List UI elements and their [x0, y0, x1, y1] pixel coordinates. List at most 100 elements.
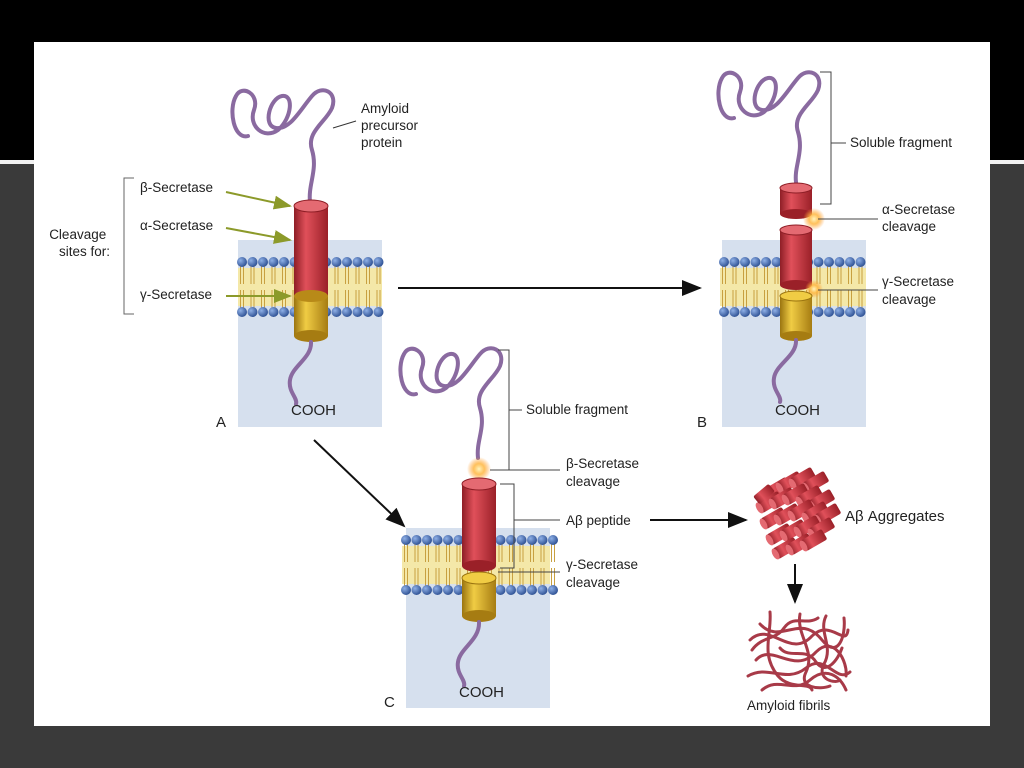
coil-b	[716, 70, 822, 184]
lipid-head	[432, 585, 443, 595]
lipid-head	[834, 257, 845, 267]
fibril-strand	[750, 616, 820, 652]
c-terminal-tail-c	[455, 620, 481, 688]
lipid-head	[401, 585, 411, 595]
lipid-head	[258, 307, 268, 317]
fibril-strand	[766, 610, 814, 692]
arrow-a-to-c	[313, 439, 406, 528]
lipid-head	[342, 257, 352, 267]
lipid-head	[845, 257, 855, 267]
lipid-head	[422, 535, 432, 545]
lipid-head	[548, 535, 558, 545]
lipid-head	[750, 257, 761, 267]
lipid-head	[750, 307, 761, 317]
lipid-head	[537, 585, 548, 595]
aggregate-cylinder	[787, 499, 815, 522]
aggregate-cylinder	[753, 484, 775, 504]
fibril-strand	[754, 644, 848, 678]
beta-site-arrow	[225, 191, 292, 210]
lipid-head	[443, 535, 453, 545]
lipid-head	[729, 307, 740, 317]
abeta-aggregates	[753, 467, 841, 560]
cylinder-yellow-c	[461, 571, 497, 622]
fibril-strand	[797, 612, 832, 690]
protein-label: Amyloid precursor protein	[361, 101, 422, 150]
aggregate-cylinder	[788, 467, 816, 490]
fibril-strand	[758, 616, 846, 649]
cylinder-red-b	[779, 224, 813, 290]
lipid-head	[279, 257, 289, 267]
lipid-head	[411, 585, 422, 595]
lipid-head	[506, 585, 516, 595]
lipid-head	[719, 307, 729, 317]
lipid-head	[443, 585, 453, 595]
cleavage-bracket	[123, 177, 134, 315]
coil-a	[230, 88, 336, 204]
lipid-head	[855, 307, 866, 317]
cooh-c: COOH	[459, 684, 504, 701]
alpha-site-arrow	[225, 227, 292, 244]
panel-a: COOH A Amyloid precursor protein β-Secre…	[49, 88, 422, 431]
alpha-glow-b	[803, 208, 825, 230]
gamma-site-label: γ-Secretase	[140, 287, 212, 302]
beta-cleavage-label-c: β-Secretase cleavage	[566, 456, 643, 489]
lipid-head	[342, 307, 352, 317]
cylinder-yellow-b	[779, 290, 813, 341]
panel-b: COOH B Soluble fragment α-Secretase clea…	[697, 70, 959, 431]
lipid-head	[761, 307, 771, 317]
lipid-head	[363, 257, 373, 267]
lipid-head	[527, 585, 537, 595]
alpha-cleavage-label-b: α-Secretase cleavage	[882, 202, 959, 234]
cylinder-yellow-a	[294, 290, 328, 342]
soluble-fragment-label-c: Soluble fragment	[526, 402, 628, 417]
lipid-head	[537, 535, 548, 545]
abeta-bracket-c	[500, 483, 515, 569]
panel-letter-b: B	[697, 414, 707, 431]
fibrils-label: Amyloid fibrils	[747, 698, 831, 713]
lipid-head	[824, 257, 834, 267]
panel-letter-a: A	[216, 414, 226, 431]
soluble-bracket-b	[820, 71, 832, 205]
gamma-cleavage-label-b: γ-Secretase cleavage	[882, 274, 958, 307]
lipid-head	[729, 257, 740, 267]
abeta-cylinder-red-c	[461, 477, 497, 572]
c-terminal-tail-b	[771, 338, 798, 404]
fibril-strand	[760, 671, 848, 692]
lipid-head	[432, 535, 443, 545]
lipid-head	[352, 307, 363, 317]
lipid-head	[495, 535, 506, 545]
aggregate-cylinder	[793, 515, 821, 538]
lipid-head	[824, 307, 834, 317]
panel-letter-c: C	[384, 694, 395, 711]
protein-leader	[332, 120, 357, 129]
lipid-head	[771, 257, 782, 267]
lipid-head	[331, 307, 342, 317]
lipid-head	[527, 535, 537, 545]
lipid-head	[813, 257, 824, 267]
lipid-head	[411, 535, 422, 545]
lipid-head	[331, 257, 342, 267]
lipid-head	[237, 307, 247, 317]
cooh-a: COOH	[291, 402, 336, 419]
aggregate-cylinder	[781, 483, 809, 506]
c-terminal-tail-a	[287, 340, 313, 406]
membrane-b	[719, 257, 866, 317]
abeta-peptide-label: Aβ peptide	[566, 513, 631, 528]
coil-c	[398, 346, 504, 460]
lipid-head	[740, 307, 750, 317]
lipid-head	[247, 257, 258, 267]
lipid-head	[268, 307, 279, 317]
soluble-fragment-label-b: Soluble fragment	[850, 135, 952, 150]
fibril-strand	[820, 614, 842, 683]
lipid-head	[268, 257, 279, 267]
lipid-head	[548, 585, 558, 595]
fibril-strand	[778, 646, 844, 669]
aggregates-label: Aβ Aggregates	[845, 508, 945, 525]
cleavage-label: Cleavage sites for:	[49, 227, 110, 259]
beta-site-label: β-Secretase	[140, 180, 213, 195]
lipid-head	[495, 585, 506, 595]
lipid-head	[834, 307, 845, 317]
lipid-head	[813, 307, 824, 317]
lipid-head	[401, 535, 411, 545]
